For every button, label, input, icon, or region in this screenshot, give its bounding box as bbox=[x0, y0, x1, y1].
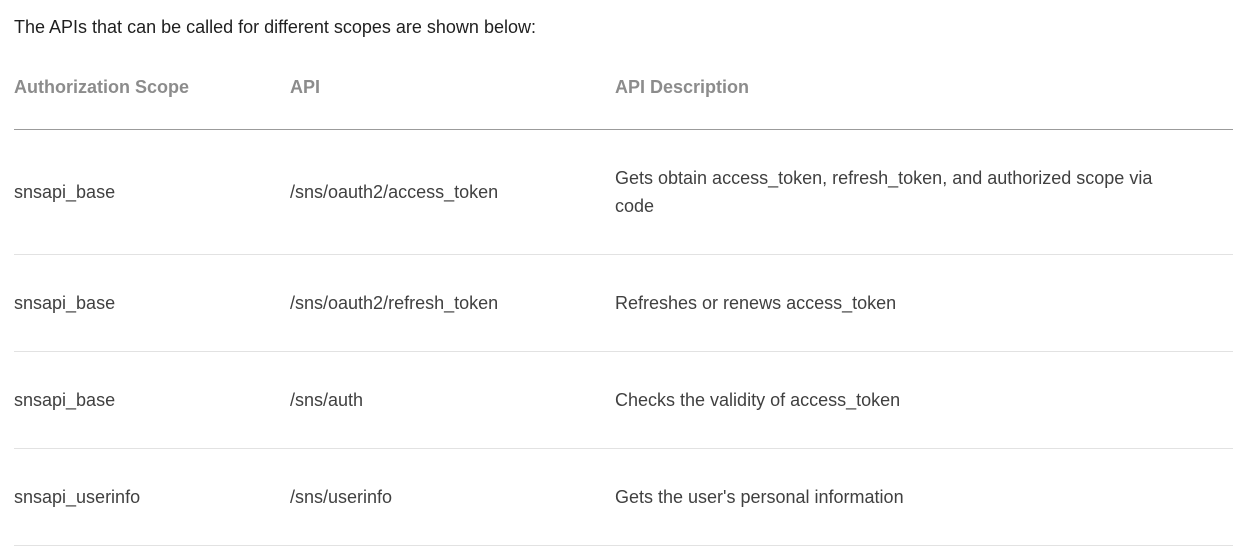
table-row: snsapi_userinfo /sns/userinfo Gets the u… bbox=[14, 448, 1233, 546]
column-header-api: API bbox=[290, 75, 615, 130]
api-scope-table: Authorization Scope API API Description … bbox=[14, 75, 1233, 546]
description-text: Checks the validity of access_token bbox=[615, 390, 901, 410]
scope-cell: snsapi_base bbox=[14, 254, 290, 352]
intro-text: The APIs that can be called for differen… bbox=[14, 17, 536, 37]
column-header-authorization-scope: Authorization Scope bbox=[14, 75, 290, 130]
scope-cell: snsapi_base bbox=[14, 129, 290, 255]
api-cell: /sns/oauth2/refresh_token bbox=[290, 254, 615, 352]
table-row: snsapi_base /sns/oauth2/refresh_token Re… bbox=[14, 254, 1233, 352]
description-text: Gets the user's personal information bbox=[615, 487, 904, 507]
column-header-api-description: API Description bbox=[615, 75, 1233, 130]
description-text: Gets obtain access_token, refresh_token,… bbox=[615, 168, 1153, 216]
table-row: snsapi_base /sns/auth Checks the validit… bbox=[14, 351, 1233, 449]
table-row: snsapi_base /sns/oauth2/access_token Get… bbox=[14, 129, 1233, 255]
table-header-row: Authorization Scope API API Description bbox=[14, 75, 1233, 130]
api-cell: /sns/auth bbox=[290, 351, 615, 449]
scope-cell: snsapi_userinfo bbox=[14, 448, 290, 546]
description-cell: Checks the validity of access_token bbox=[615, 351, 1233, 449]
description-cell: Gets the user's personal information bbox=[615, 448, 1233, 546]
description-text: Refreshes or renews access_token bbox=[615, 293, 897, 313]
api-cell: /sns/oauth2/access_token bbox=[290, 129, 615, 255]
api-cell: /sns/userinfo bbox=[290, 448, 615, 546]
scope-cell: snsapi_base bbox=[14, 351, 290, 449]
description-cell: Gets obtain access_token, refresh_token,… bbox=[615, 129, 1233, 255]
description-cell: Refreshes or renews access_token bbox=[615, 254, 1233, 352]
